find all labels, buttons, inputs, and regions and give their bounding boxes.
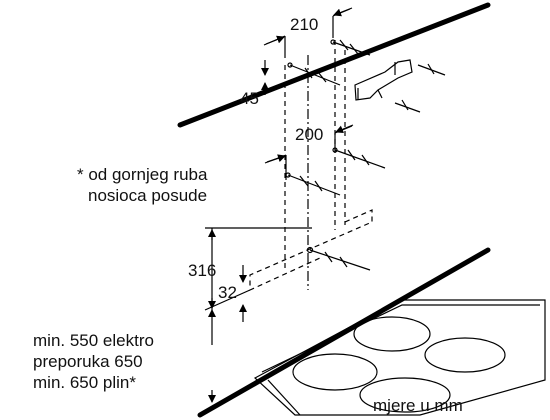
note-min-line2: preporuka 650 [33, 352, 143, 371]
screw-lower [306, 246, 371, 271]
dim-32-label: 32 [218, 283, 237, 302]
note-min-line3: min. 650 plin* [33, 373, 136, 392]
burner-front-right [359, 377, 451, 413]
burner-back-right [424, 337, 506, 373]
burner-front-left [292, 353, 378, 391]
cooktop [253, 299, 546, 416]
ceiling-line [177, 2, 491, 128]
note-asterisk-line2: nosioca posude [88, 186, 207, 205]
burner-back-left [353, 316, 431, 352]
dim-200: 200 [264, 124, 354, 180]
dim-210-label: 210 [290, 15, 318, 34]
dim-45: 45 [240, 60, 269, 108]
dim-316: 316 [188, 227, 312, 310]
screw-mid-left [285, 172, 341, 196]
dim-32: 32 [204, 265, 251, 322]
note-asterisk-line1: * od gornjeg ruba [77, 165, 208, 184]
dim-316-label: 316 [188, 261, 216, 280]
top-bracket [354, 59, 413, 101]
chimney-outline-dashed [249, 209, 373, 291]
screw-top-bracket [394, 63, 446, 113]
screw-mid-right [332, 147, 386, 169]
dim-45-label: 45 [240, 89, 259, 108]
screw-top-mid [287, 62, 341, 86]
units-label: mjere u mm [373, 396, 463, 415]
note-min-line1: min. 550 elektro [33, 331, 154, 350]
screw-top-right [330, 39, 371, 56]
dim-210: 210 [263, 7, 353, 58]
dim-200-label: 200 [295, 125, 323, 144]
